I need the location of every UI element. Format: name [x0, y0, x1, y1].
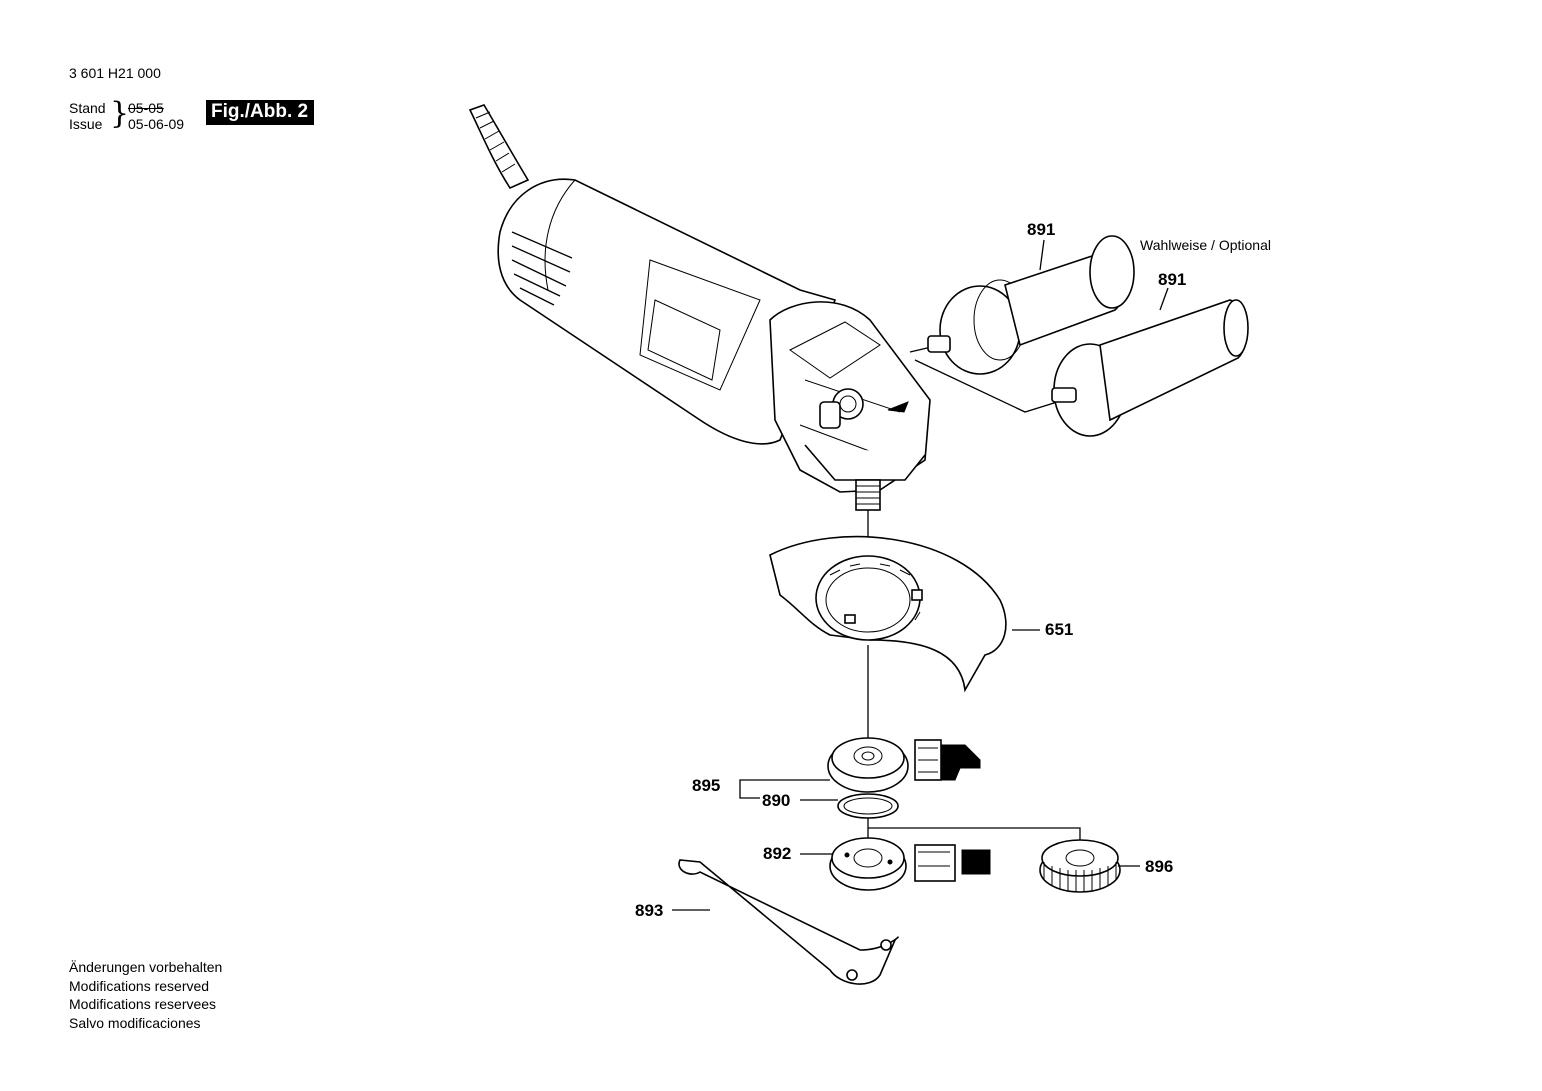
modifications-notice: Änderungen vorbehalten Modifications res…: [69, 958, 222, 1032]
part-label-890: 890: [762, 791, 791, 810]
part-label-651: 651: [1045, 620, 1074, 639]
auxiliary-handle-optional: [927, 235, 1135, 375]
part-label-895: 895: [692, 776, 721, 795]
nut-connector-line: [867, 818, 1081, 845]
auxiliary-handle: [1051, 299, 1249, 437]
brace-icon: }: [110, 96, 130, 131]
modifications-de: Änderungen vorbehalten: [69, 959, 223, 975]
part-label-891-optional: 891: [1027, 220, 1056, 239]
leader-lines: [672, 239, 1169, 911]
mounting-flange: [827, 737, 909, 793]
part-label-891: 891: [1158, 270, 1187, 289]
power-cord: [468, 104, 530, 190]
document-number: 3 601 H21 000: [69, 65, 161, 81]
angle-grinder-body: [497, 178, 931, 511]
group-bracket: [739, 779, 830, 799]
issue-date: 05-06-09: [128, 116, 185, 132]
stand-label: Stand: [69, 100, 106, 116]
nut-section-icon: [914, 844, 991, 882]
clamping-nut: [829, 837, 907, 891]
part-label-892: 892: [763, 844, 792, 863]
modifications-fr: Modifications reservees: [69, 996, 217, 1012]
flange-section-icon: [914, 739, 981, 781]
protective-guard: [769, 535, 1007, 693]
figure-badge: Fig./Abb. 2: [206, 100, 315, 125]
modifications-es: Salvo modificaciones: [69, 1014, 201, 1031]
two-pin-spanner: [678, 859, 899, 985]
vent-slots: [511, 231, 573, 306]
part-label-893: 893: [635, 901, 664, 920]
part-label-896: 896: [1145, 857, 1174, 876]
quick-clamp-nut: [1039, 839, 1121, 893]
stand-date: 05-05: [128, 100, 164, 116]
o-ring: [837, 793, 899, 819]
optional-note: Wahlweise / Optional: [1140, 237, 1271, 253]
issue-label: Issue: [69, 116, 103, 132]
modifications-en: Modifications reserved: [69, 977, 210, 994]
